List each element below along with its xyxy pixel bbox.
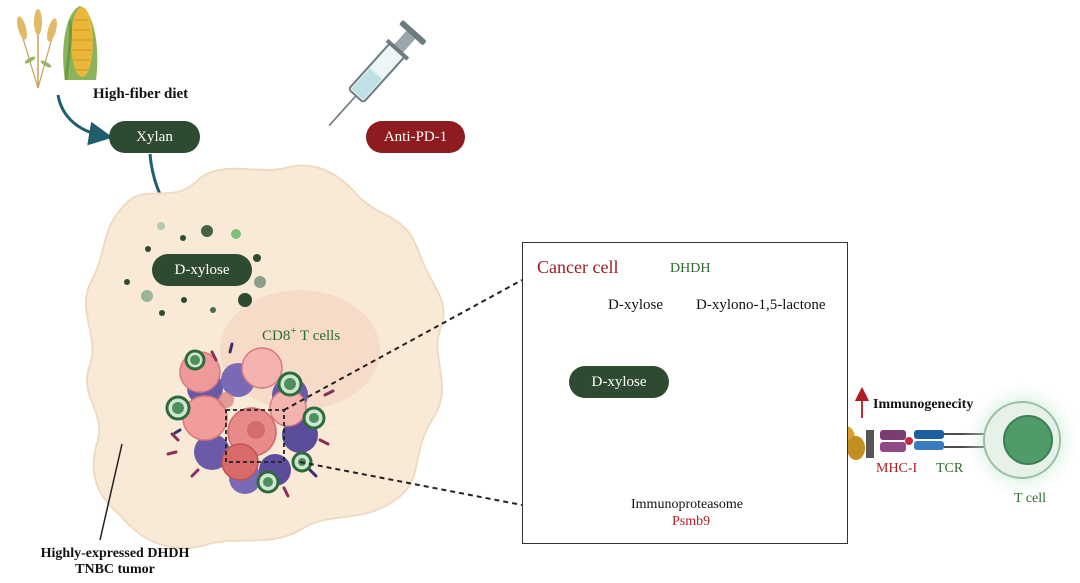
xylan-label: Xylan (136, 129, 173, 145)
arrow-diet-to-xylan (56, 94, 113, 146)
immunoproteasome-label: Immunoproteasome (631, 497, 743, 512)
tumor-caption-line1: Highly-expressed DHDH (40, 546, 190, 561)
anti-pd1-label: Anti-PD-1 (383, 129, 448, 145)
psmb9-label: Psmb9 (672, 514, 711, 529)
xylan-pill: Xylan (109, 121, 200, 153)
zoom-xylose-pill: D-xylose (569, 366, 669, 398)
tcell-label: T cell (1014, 491, 1047, 506)
cell-cluster (165, 342, 335, 498)
caption-pointer-line (99, 443, 123, 541)
diet-label: High-fiber diet (93, 86, 189, 102)
mhc-label: MHC-I (876, 461, 918, 476)
anti-pd1-pill: Anti-PD-1 (366, 121, 465, 153)
zoom-source-box (225, 409, 285, 463)
zoom-xylose-label: D-xylose (591, 374, 647, 390)
corn-icon (63, 6, 98, 81)
tumor-xylose-label: D-xylose (174, 262, 230, 278)
tcr-label: TCR (936, 461, 964, 476)
substrate-label: D-xylose (608, 297, 663, 313)
zoom-line-top (283, 279, 523, 411)
xylose-dots-tumor (124, 222, 266, 316)
tumor-xylose-pill: D-xylose (152, 254, 252, 286)
dhdh-label: DHDH (670, 261, 711, 276)
zoom-line-bottom (299, 461, 523, 506)
immunogenicity-label: Immunogenecity (873, 397, 974, 412)
cd8-superscript: + (290, 325, 297, 337)
cd8-text: CD8 (262, 328, 291, 344)
t-cell-icon (962, 380, 1080, 500)
syringe-icon (328, 20, 426, 127)
tumor-caption-line2: TNBC tumor (75, 562, 155, 577)
cd8-tcells-label: CD8+ T cells (262, 325, 340, 345)
tcells-suffix: T cells (300, 328, 341, 344)
product-label: D-xylono-1,5-lactone (696, 297, 826, 313)
tumor-caption: Highly-expressed DHDH TNBC tumor (30, 546, 200, 578)
cancer-cell-title: Cancer cell (537, 257, 619, 277)
wheat-icon (17, 9, 57, 89)
